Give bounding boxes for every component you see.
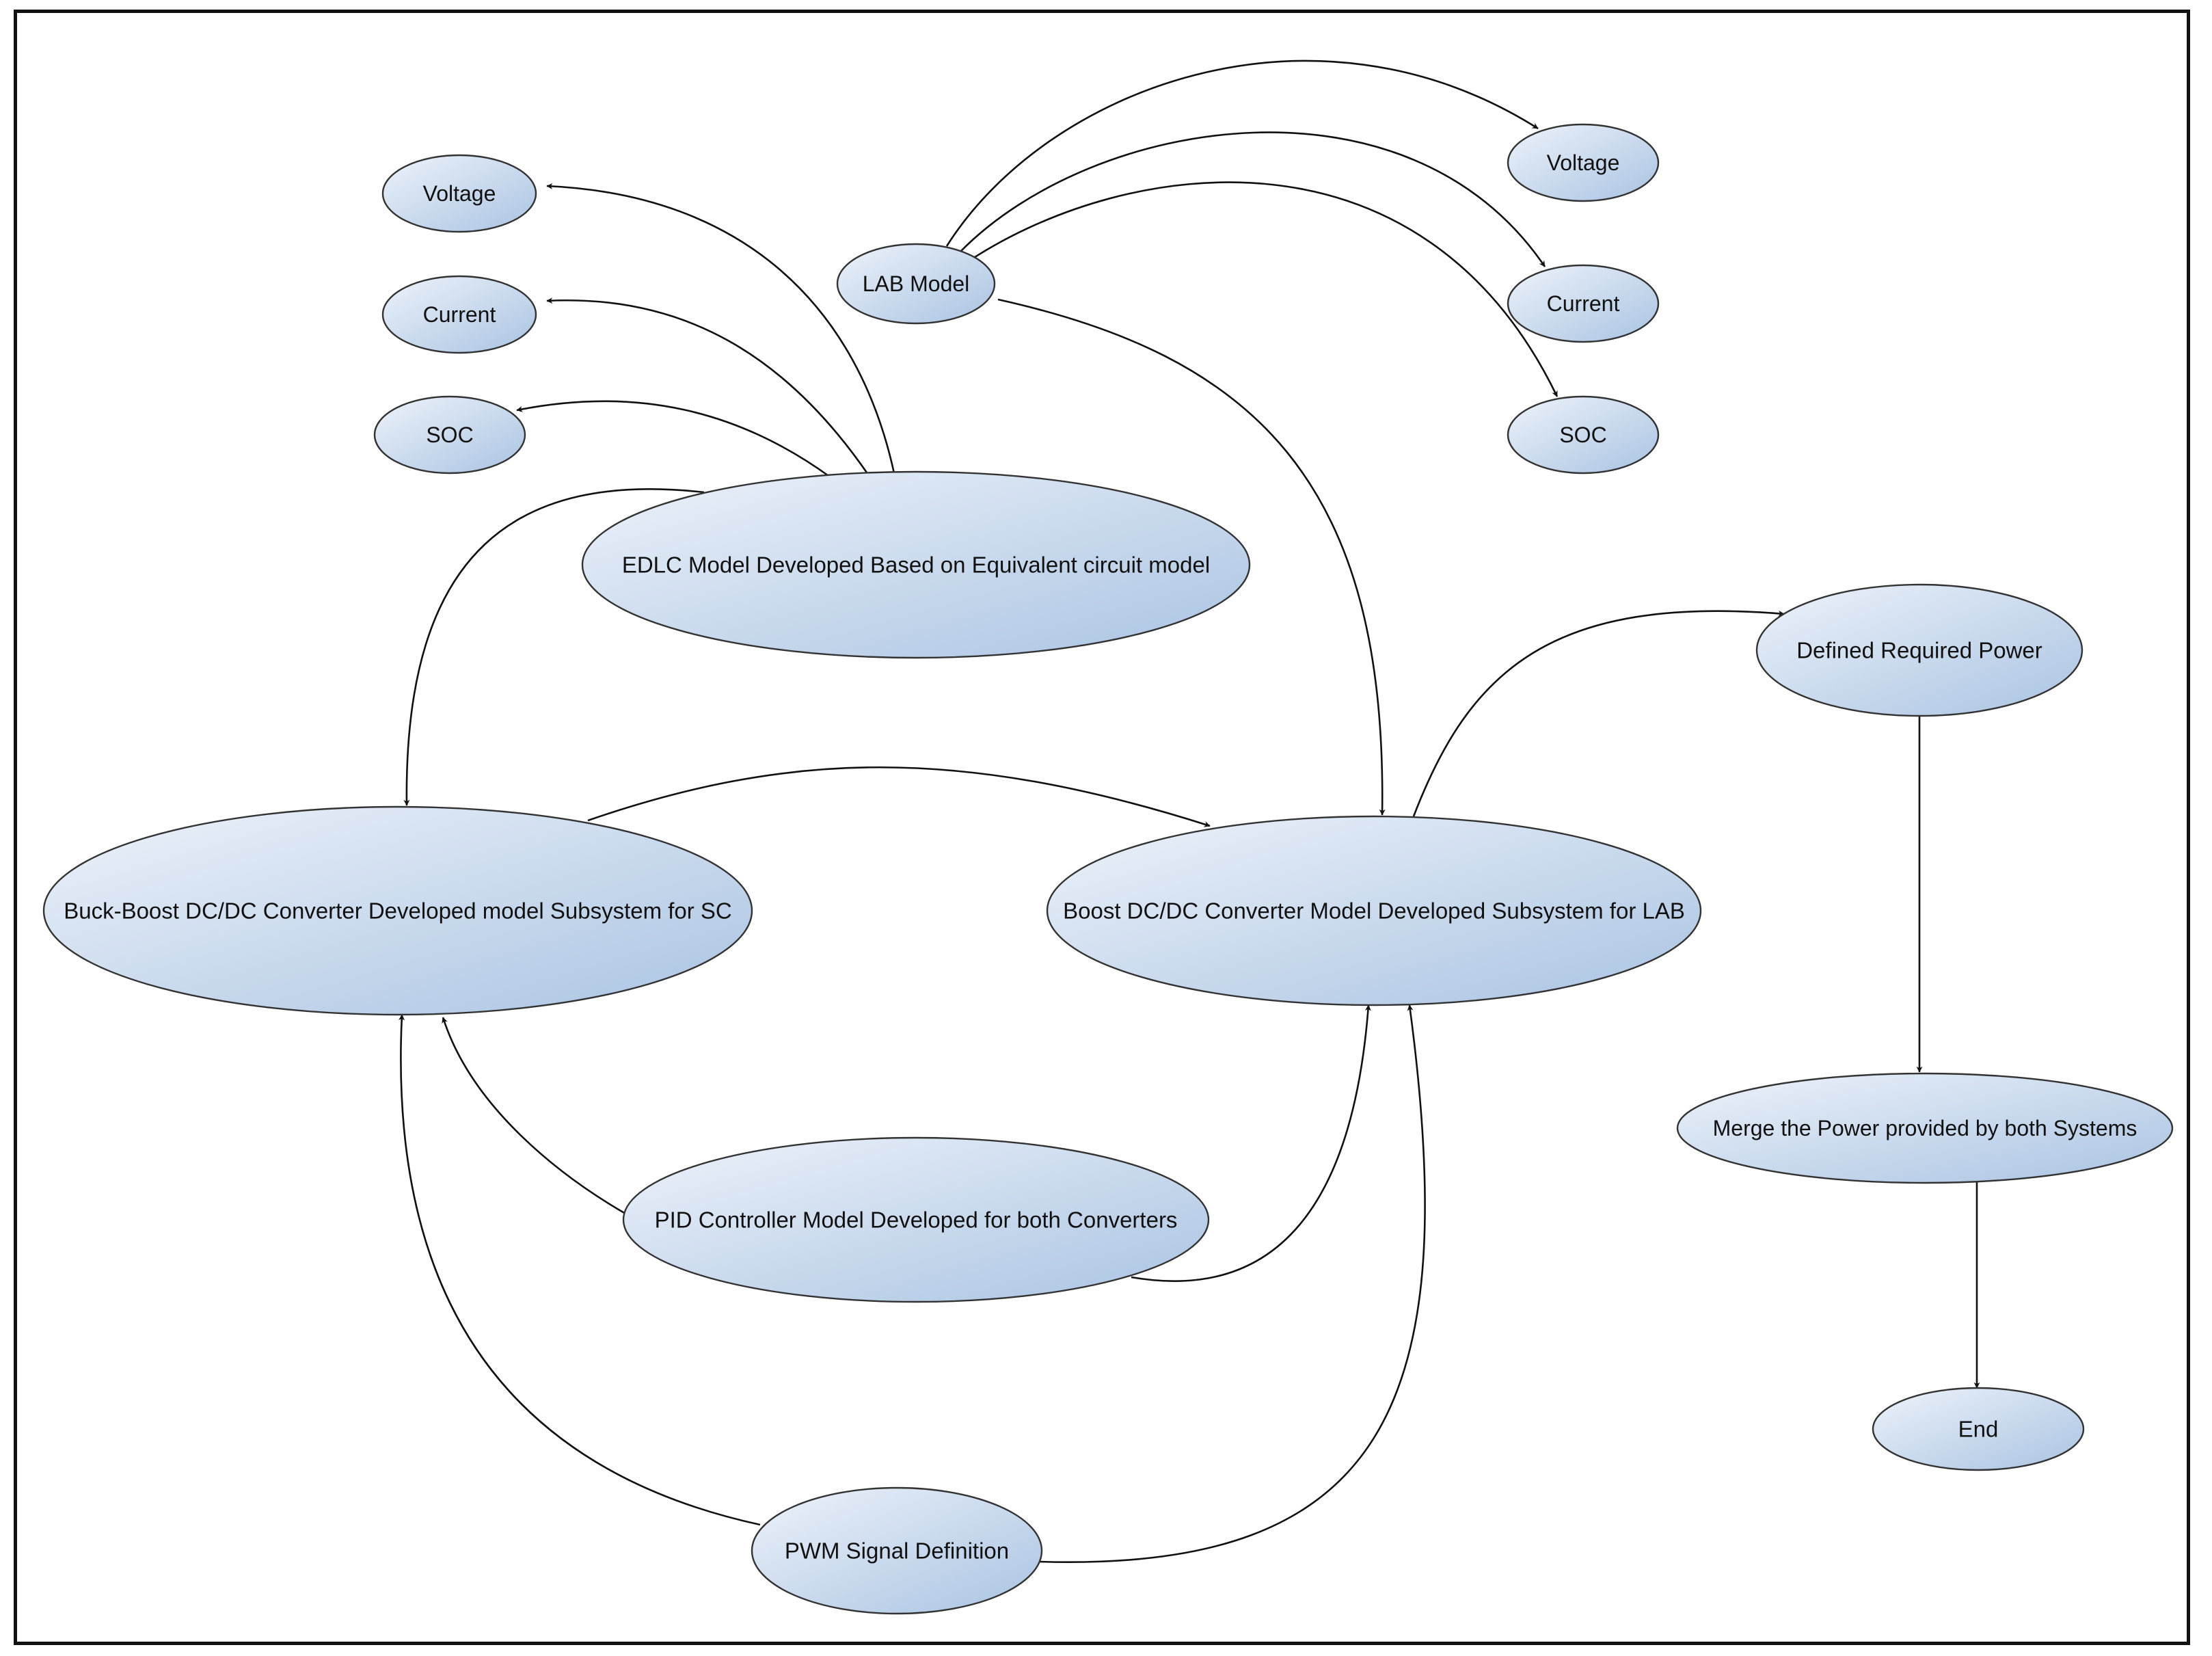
node-buck-boost-shape	[42, 805, 753, 1016]
node-current-lab-shape	[1507, 264, 1660, 343]
node-pwm-shape	[751, 1486, 1043, 1615]
edge-edlc-to-current-sc	[546, 297, 869, 475]
node-end-shape	[1872, 1387, 2085, 1471]
node-pid: PID Controller Model Developed for both …	[622, 1136, 1210, 1303]
node-voltage-sc-label: Voltage	[423, 181, 496, 206]
node-pid-shape	[622, 1136, 1210, 1303]
node-boost: Boost DC/DC Converter Model Developed Su…	[1046, 815, 1702, 1006]
node-voltage-sc-shape	[381, 154, 537, 233]
node-soc-lab-shape	[1507, 395, 1660, 475]
node-pwm-label: PWM Signal Definition	[785, 1538, 1009, 1564]
edge-pid-to-boost	[1131, 1004, 1371, 1282]
edge-pwm-to-boost	[1038, 1004, 1426, 1564]
edge-edlc-to-voltage-sc	[546, 183, 895, 474]
node-merge-power: Merge the Power provided by both Systems	[1676, 1072, 2174, 1184]
edge-lab-to-current-lab	[960, 131, 1546, 267]
node-current-sc: Current	[381, 275, 537, 354]
node-current-lab-label: Current	[1547, 291, 1620, 316]
node-voltage-sc: Voltage	[381, 154, 537, 233]
edge-buck-boost-to-boost	[587, 766, 1211, 827]
node-buck-boost: Buck-Boost DC/DC Converter Developed mod…	[42, 805, 753, 1016]
edge-pwm-to-buck-boost	[399, 1014, 761, 1526]
node-voltage-lab: Voltage	[1507, 123, 1660, 202]
node-required-power: Defined Required Power	[1755, 583, 2083, 717]
node-buck-boost-label: Buck-Boost DC/DC Converter Developed mod…	[64, 898, 732, 924]
node-merge-power-shape	[1676, 1072, 2174, 1184]
edge-lab-to-soc-lab	[970, 181, 1559, 397]
node-current-sc-label: Current	[423, 302, 496, 327]
edges-layer	[399, 59, 1980, 1564]
node-soc-sc-shape	[373, 395, 526, 475]
node-voltage-lab-shape	[1507, 123, 1660, 202]
node-soc-sc: SOC	[373, 395, 526, 475]
node-boost-label: Boost DC/DC Converter Model Developed Su…	[1063, 898, 1685, 924]
edge-edlc-to-soc-sc	[516, 400, 831, 479]
node-lab-model: LAB Model	[836, 243, 996, 325]
edge-edlc-to-buck-boost	[403, 488, 705, 806]
edge-boost-to-required-power	[1412, 610, 1785, 817]
node-end-label: End	[1958, 1417, 1999, 1442]
node-lab-model-shape	[836, 243, 996, 325]
node-voltage-lab-label: Voltage	[1547, 150, 1620, 175]
node-edlc-model-shape	[581, 470, 1251, 659]
node-pid-label: PID Controller Model Developed for both …	[655, 1207, 1178, 1233]
node-edlc-model-label: EDLC Model Developed Based on Equivalent…	[622, 552, 1210, 578]
node-edlc-model: EDLC Model Developed Based on Equivalent…	[581, 470, 1251, 659]
node-soc-lab: SOC	[1507, 395, 1660, 475]
node-soc-lab-label: SOC	[1559, 423, 1606, 447]
node-end: End	[1872, 1387, 2085, 1471]
node-current-sc-shape	[381, 275, 537, 354]
node-soc-sc-label: SOC	[426, 423, 473, 447]
edge-pid-to-buck-boost	[442, 1017, 626, 1215]
node-pwm: PWM Signal Definition	[751, 1486, 1043, 1615]
node-boost-shape	[1046, 815, 1702, 1006]
node-required-power-label: Defined Required Power	[1796, 638, 2042, 663]
nodes-layer: Voltage Current SOC LAB Model Voltage Cu…	[42, 123, 2174, 1615]
edge-lab-to-voltage-lab	[945, 59, 1539, 247]
edge-lab-to-boost	[997, 298, 1386, 816]
node-lab-model-label: LAB Model	[863, 271, 970, 296]
node-merge-power-label: Merge the Power provided by both Systems	[1713, 1116, 2137, 1140]
node-required-power-shape	[1755, 583, 2083, 717]
node-current-lab: Current	[1507, 264, 1660, 343]
